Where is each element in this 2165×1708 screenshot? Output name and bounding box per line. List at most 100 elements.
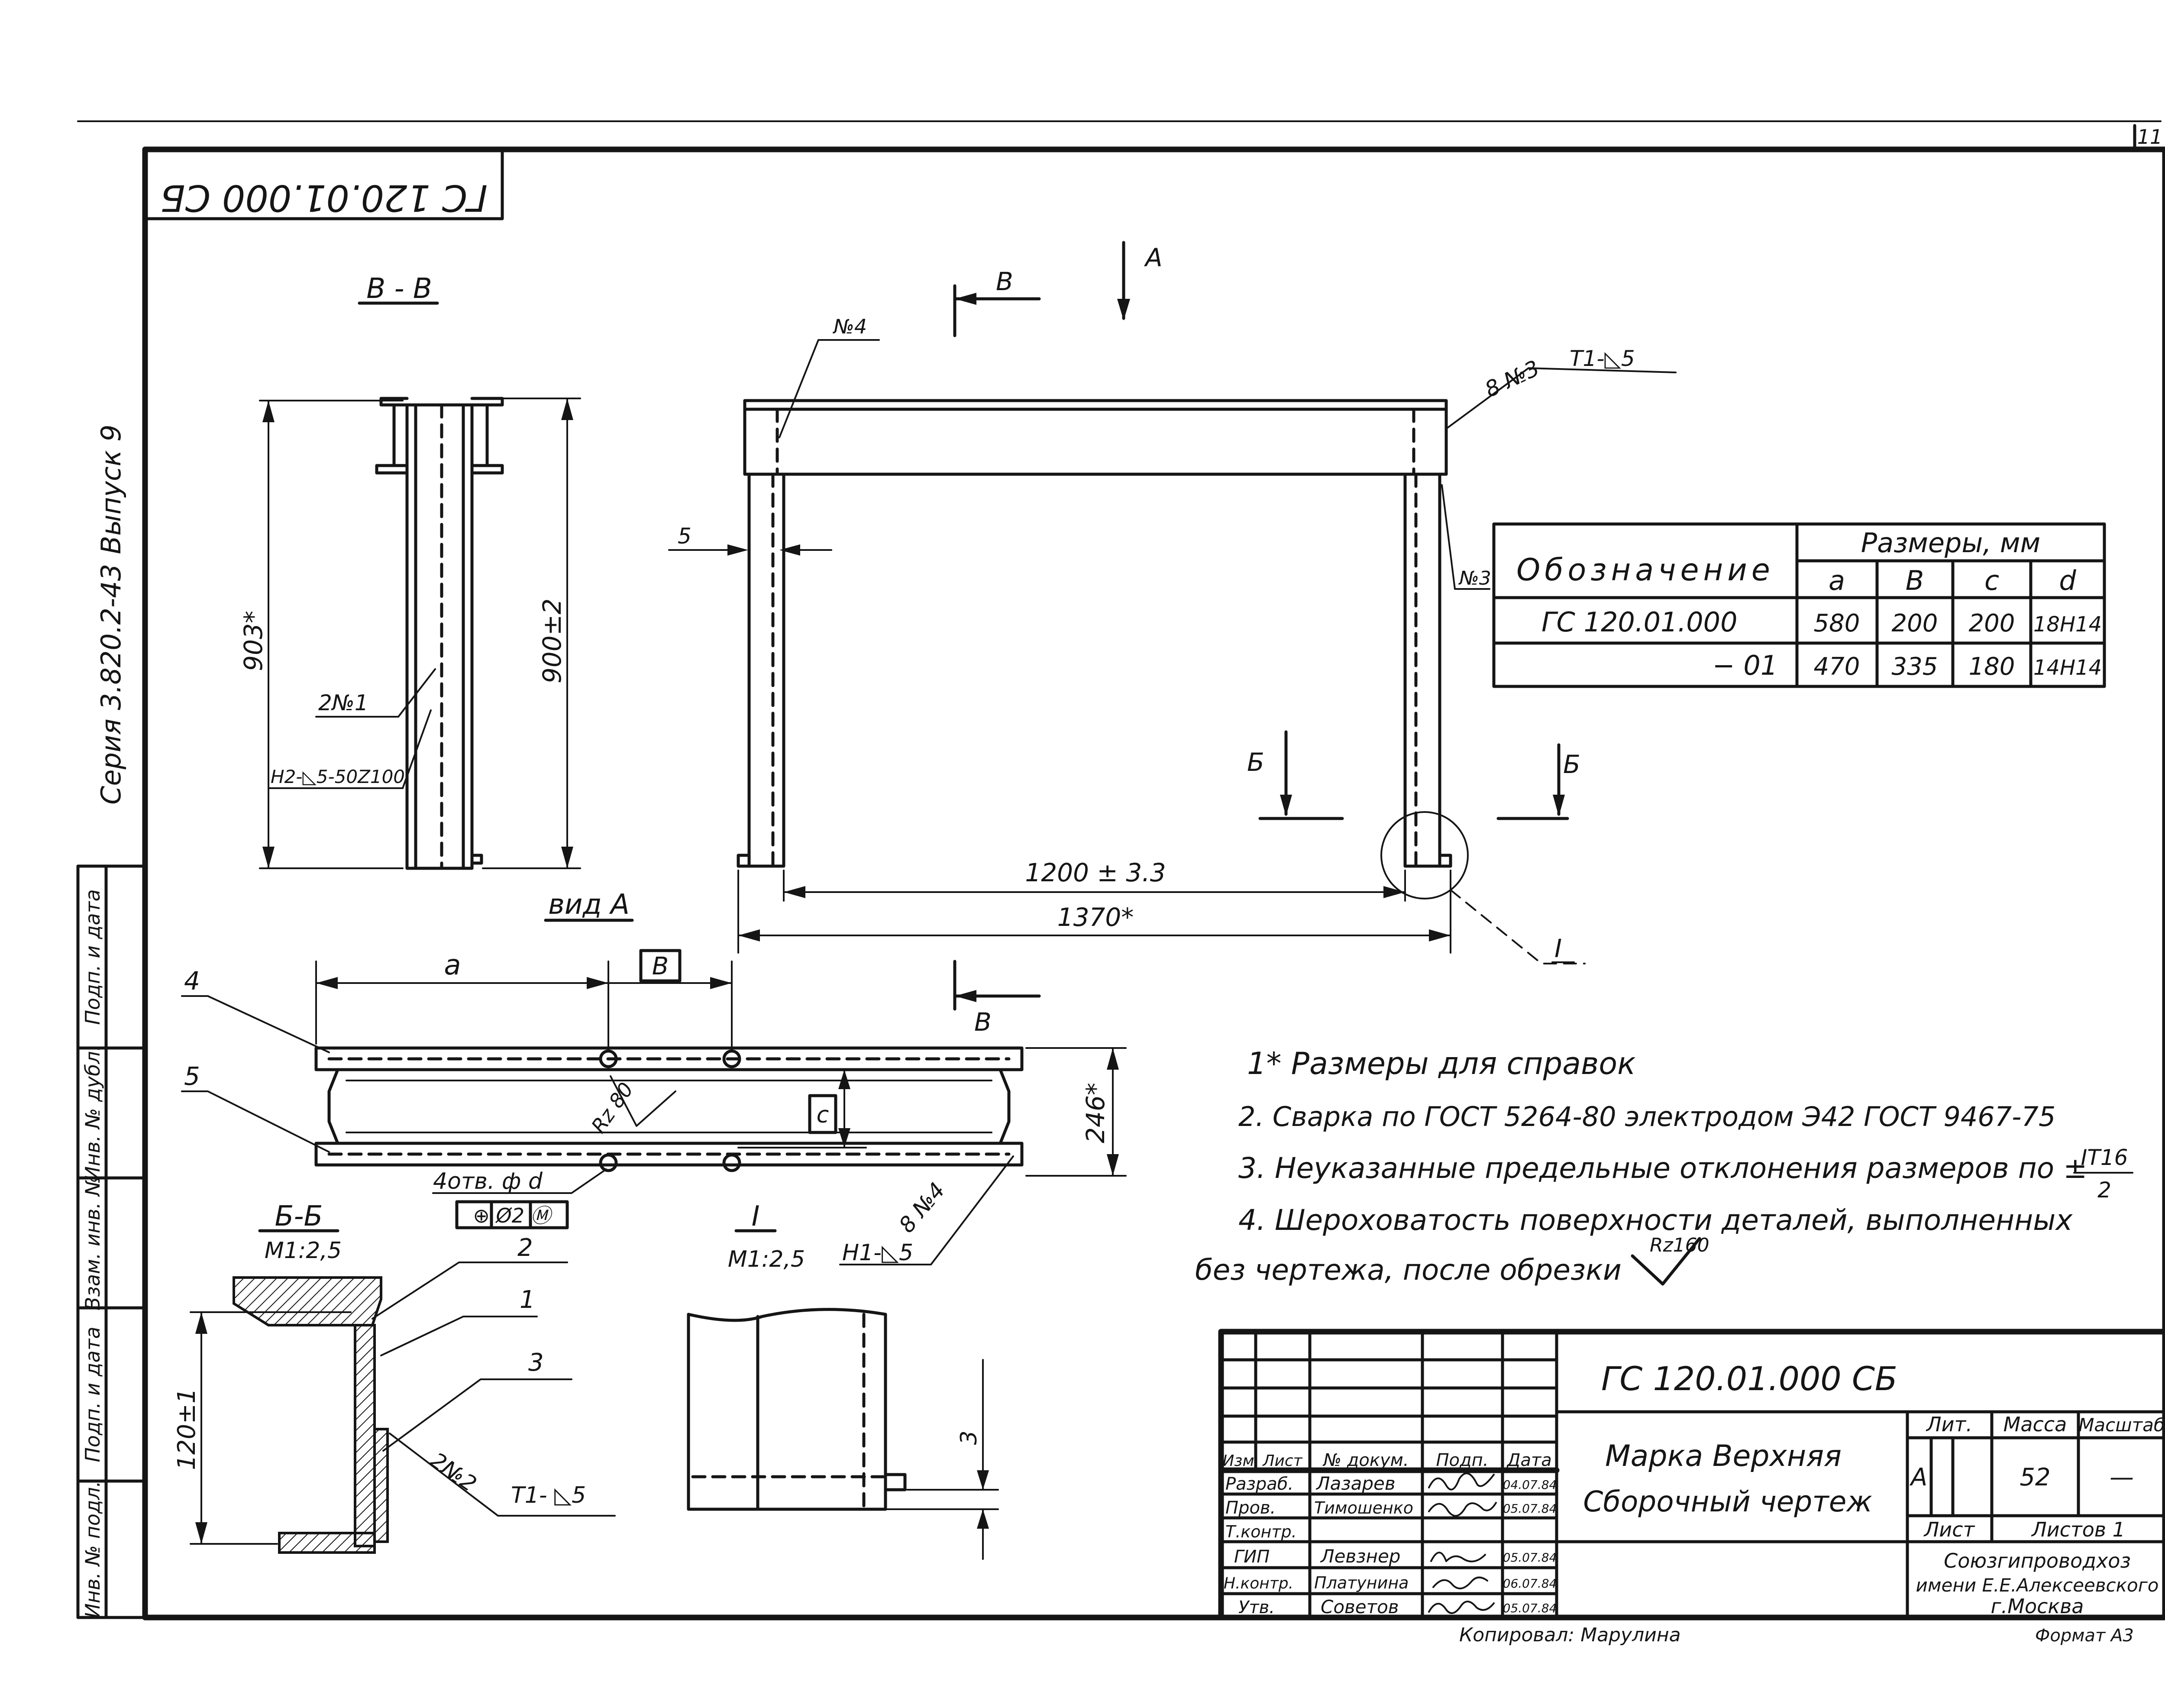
dup-inv-label: Инв. № дубл. [81,1045,104,1181]
notes: 1* Размеры для справок 2. Сварка по ГОСТ… [1195,1046,2133,1287]
dim-3: 3 [956,1430,982,1445]
tb-sheets-label: Листов 1 [2031,1518,2125,1541]
dim-903: 903* [239,611,268,671]
section-mark-6-right: Б [1563,750,1580,779]
tb-name-3: Левзнер [1320,1546,1400,1567]
tb-format: Формат А3 [2035,1626,2134,1646]
tb-head-date: Дата [1506,1450,1552,1470]
tb-role-0: Разраб. [1225,1474,1293,1494]
stamp-code: ГС 120.01.000 СБ [160,177,488,219]
note-3: 3. Неуказанные предельные отклонения раз… [1238,1152,2087,1185]
tb-copied-by: Копировал: Марулина [1459,1624,1681,1646]
dim-120: 120±1 [173,1388,201,1470]
section-mark-6-left: Б [1247,747,1264,777]
note-3-fraction-num: IT16 [2081,1145,2128,1170]
tb-name-4: Платунина [1314,1573,1409,1592]
detail-I-mark: I [1554,934,1562,963]
tb-lit-label: Лит. [1926,1413,1972,1436]
tb-role-2: Т.контр. [1225,1522,1297,1541]
tb-lit-value: А [1910,1463,1927,1491]
tb-head-doc: № докум. [1322,1450,1409,1470]
dim-5: 5 [678,524,692,549]
tolerance-frame: ⊕ Ø2 Ⓜ [473,1204,553,1227]
row1-d: 18Н14 [2033,612,2102,637]
tb-role-1: Пров. [1225,1498,1276,1518]
row1-b: 200 [1892,609,1938,637]
tb-code: ГС 120.01.000 СБ [1601,1359,1897,1398]
note-4: 4. Шероховатость поверхности деталей, вы… [1238,1203,2073,1237]
view-a-arrow-label: А [1144,243,1163,272]
leader-no3: №3 [1458,567,1491,589]
tb-sheet-label: Лист [1923,1518,1975,1541]
weld-h1: Н1-◺5 [842,1240,913,1266]
tb-role-4: Н.контр. [1224,1575,1293,1592]
section-bs-scale: М1:2,5 [265,1238,342,1264]
front-view: А В №4 8 №3 Т1-◺5 №3 5 [668,241,1677,1037]
part-5-label: 5 [184,1061,200,1091]
tb-date-5: 05.07.84 [1503,1601,1557,1615]
row2-c: 180 [1969,653,2015,681]
tb-mass-value: 52 [2020,1463,2050,1491]
row1-c: 200 [1969,609,2015,637]
orig-inv-label: Инв. № подл. [81,1481,104,1618]
rz80-label: Rz 80 [587,1078,638,1137]
view-a: вид А а В с [181,889,1127,1266]
weld-t1: Т1-◺5 [1570,346,1635,371]
part-4-label: 4 [184,966,200,996]
tb-org-line3: г.Москва [1991,1595,2084,1618]
note-1: 1* Размеры для справок [1247,1046,1635,1081]
bs-weld-spec: Т1- ◺5 [511,1482,586,1508]
view-a-title: вид А [548,889,630,921]
tb-head-izm: Изм [1222,1452,1254,1470]
row2-a: 470 [1814,653,1860,681]
detail-I-title: I [752,1200,760,1232]
signature-scribble [1428,1601,1495,1614]
note-2: 2. Сварка по ГОСТ 5264-80 электродом Э42… [1238,1101,2055,1132]
col-group-header: Размеры, мм [1861,527,2041,559]
leader-8no3: 8 №3 [1481,356,1544,402]
signature-scribble [1428,1502,1497,1517]
tb-scale-value: — [2110,1463,2134,1491]
row2-b: 335 [1892,653,1938,681]
section-mark-b-bottom: В [974,1007,992,1037]
top-stamp: ГС 120.01.000 СБ [143,148,504,220]
leader-no4: №4 [832,315,867,338]
bs-weld-part: 2№2 [426,1447,481,1497]
tb-name-5: Советов [1321,1596,1399,1617]
row1-a: 580 [1814,609,1860,637]
tb-head-list: Лист [1262,1452,1302,1470]
bs-part-1: 1 [520,1286,535,1314]
row1-name: ГС 120.01.000 [1541,606,1738,638]
leader-8no4: 8 №4 [894,1178,950,1238]
signature-scribble [1428,1472,1495,1491]
bb-weld-spec: Н2-◺5-50Z100 [271,766,405,787]
series-label: Серия 3.820.2-43 [95,564,127,805]
bb-weld-part: 2№1 [318,690,368,715]
replace-inv-label: Взам. инв. № [81,1175,104,1310]
note-3-fraction-den: 2 [2097,1177,2111,1203]
tb-name-0: Лазарев [1315,1473,1396,1494]
col-b-header: В [1906,565,1924,596]
tb-role-3: ГИП [1234,1547,1270,1567]
dim-900: 900±2 [537,598,567,683]
tb-date-1: 05.07.84 [1503,1501,1557,1516]
section-mark-b-top: В [996,267,1013,296]
size-table: Обозначение Размеры, мм а В с d ГС 120.0… [1492,522,2106,688]
row2-name: − 01 [1713,650,1778,681]
row2-d: 14Н14 [2033,656,2102,680]
dim-1200: 1200 ± 3.3 [1025,858,1166,887]
dim-c-box: с [817,1102,829,1128]
tb-name-line2: Сборочный чертеж [1583,1485,1872,1518]
tb-date-0: 04.07.84 [1503,1478,1557,1492]
dim-b-box: В [652,952,669,980]
detail-I: I М1:2,5 3 [687,1200,999,1560]
issue-label: Выпуск 9 [95,424,127,554]
dim-a: а [444,949,461,981]
tb-date-3: 05.07.84 [1503,1550,1557,1565]
sign-date-label-2: Подп. и дата [81,1326,104,1462]
tb-name-1: Тимошенко [1314,1498,1413,1517]
tb-org-line2: имени Е.Е.Алексеевского [1916,1575,2159,1596]
tb-role-5: Утв. [1238,1598,1275,1617]
signature-scribble [1430,1552,1486,1562]
